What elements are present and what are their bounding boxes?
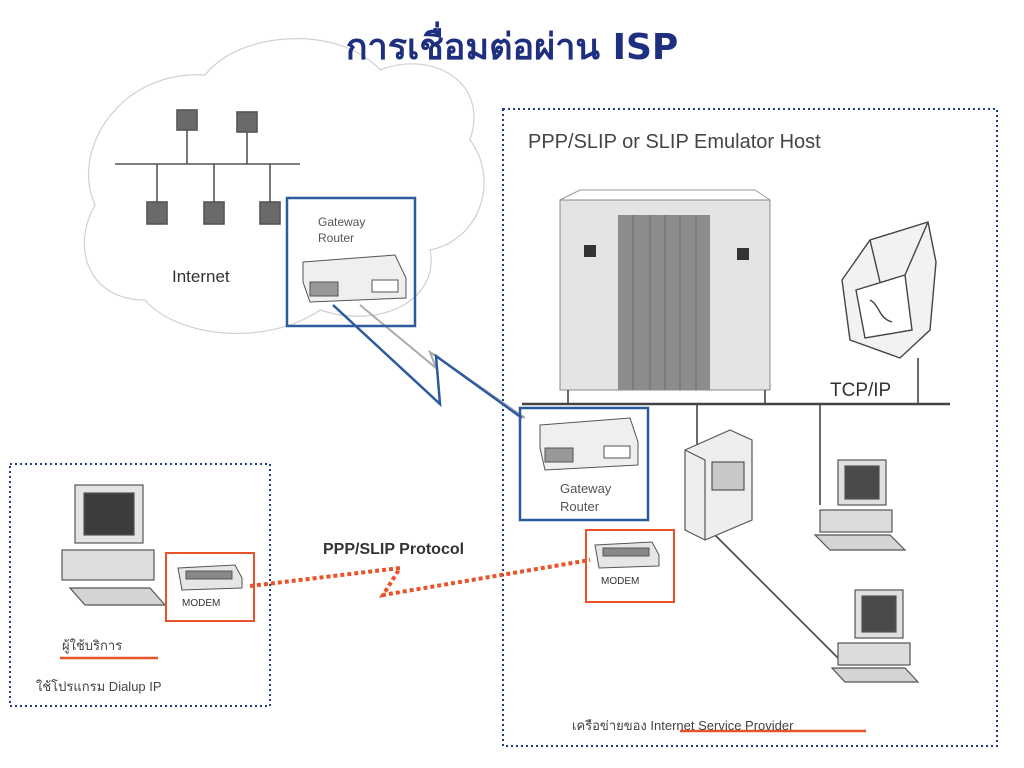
dialup-link	[249, 558, 591, 598]
gateway-label-line1: Gateway	[318, 215, 366, 229]
highlight-gateway-top	[285, 196, 417, 328]
internet-label: Internet	[172, 267, 230, 286]
internet-node	[176, 109, 198, 131]
gateway-router-label-top: Gateway Router	[318, 214, 365, 246]
internet-network	[115, 109, 300, 225]
modem-device-isp	[594, 541, 660, 569]
internet-node	[146, 201, 168, 225]
modem-label-user: MODEM	[182, 598, 221, 609]
wan-link-blue	[332, 304, 523, 420]
isp-network-name: Internet Service Provider	[650, 718, 794, 733]
mainframe-host	[559, 189, 771, 391]
internet-node	[259, 201, 281, 225]
isp-network-label: เครือข่ายของ Internet Service Provider	[572, 715, 793, 736]
printer-terminal	[841, 221, 937, 359]
internet-node	[203, 201, 225, 225]
isp-workstation	[830, 589, 920, 683]
server-tower	[684, 429, 753, 541]
user-label: ผู้ใช้บริการ	[62, 638, 123, 653]
isp-network-prefix: เครือข่ายของ	[572, 718, 651, 733]
gateway-label-line2: Router	[318, 231, 355, 245]
gateway-router-label-bottom: Gateway Router	[560, 480, 611, 516]
internet-cloud	[83, 38, 485, 334]
user-computer	[61, 484, 167, 606]
gateway-label-line2: Router	[560, 499, 600, 514]
highlight-gateway-bottom	[518, 406, 650, 522]
page-title: การเชื่อมต่อผ่าน ISP	[345, 27, 679, 68]
tcpip-label: TCP/IP	[830, 380, 892, 401]
gateway-router-device-bottom	[539, 417, 639, 471]
user-boundary	[9, 463, 271, 707]
user-program-label: ใช้โปรแกรม Dialup IP	[36, 679, 162, 694]
highlight-modem-isp	[585, 529, 675, 603]
isp-boundary	[502, 108, 998, 747]
modem-device-user	[177, 564, 243, 591]
gateway-router-device-top	[302, 254, 407, 303]
protocol-label: PPP/SLIP Protocol	[323, 541, 465, 558]
backbone-drops	[567, 358, 919, 661]
isp-workstation	[813, 459, 907, 551]
internet-node	[236, 111, 258, 133]
host-label: PPP/SLIP or SLIP Emulator Host	[528, 131, 821, 153]
gateway-label-line1: Gateway	[560, 481, 612, 496]
modem-label-isp: MODEM	[601, 576, 640, 587]
